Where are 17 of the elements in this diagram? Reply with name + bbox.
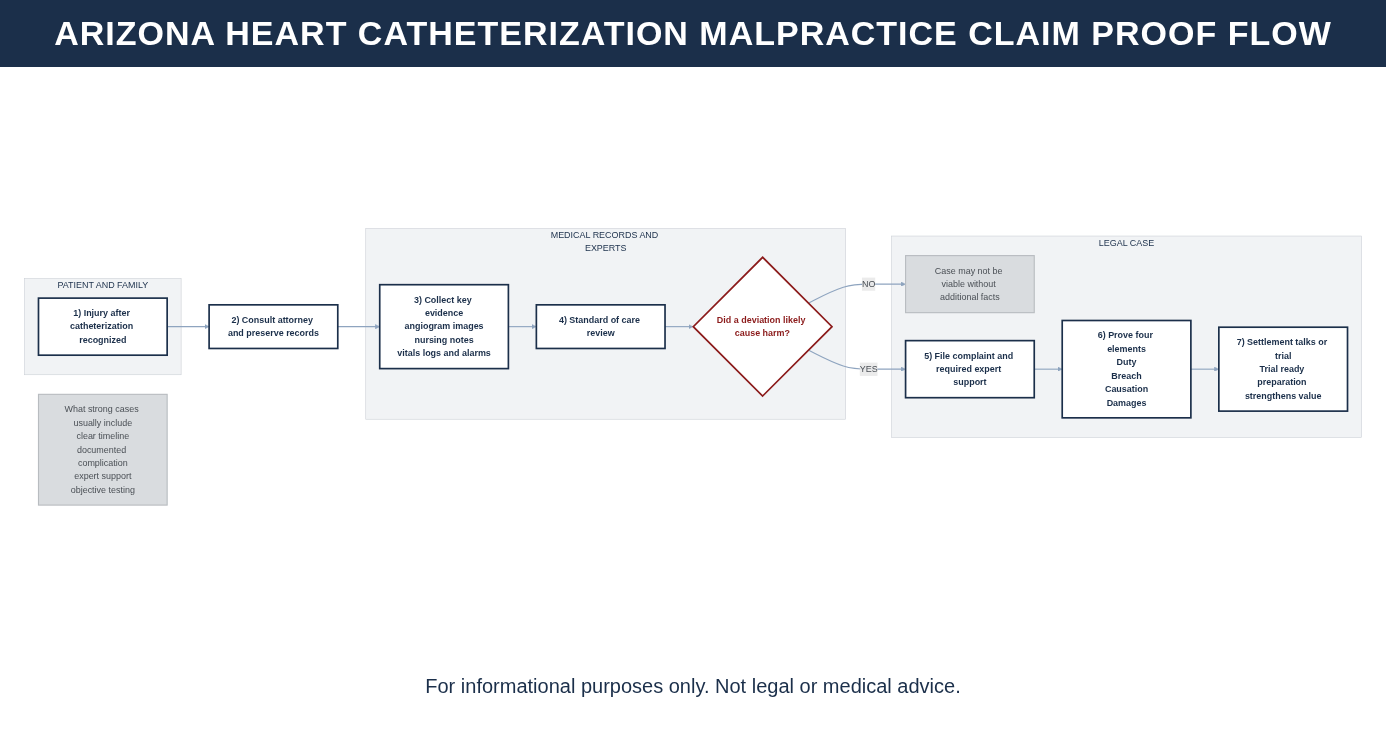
node-box: 5) File complaint and required expert support [904, 340, 1036, 399]
node-box: 6) Prove four elements Duty Breach Causation Damages [1061, 319, 1192, 419]
node-diamond: Did a deviation likely cause harm? [692, 256, 834, 398]
node-box: 7) Settlement talks or trial Trial ready preparation strengthens value [1218, 326, 1349, 413]
node-box: 3) Collect key evidence angiogram images nursing notes vitals logs and alarms [378, 284, 510, 370]
arrow [337, 324, 380, 330]
node-box: Case may not be viable without additional facts [905, 255, 1035, 314]
caption: For informational purposes only. Not legal or medical advice. [424, 674, 962, 698]
node-box: What strong cases usually include clear timeline documented complication expert support objective testing [37, 394, 168, 506]
arrow [807, 349, 906, 372]
edge-label: YES [859, 364, 878, 374]
title: ARIZONA HEART CATHETERIZATION MALPRACTICE CLAIM PROOF FLOW [0, 0, 1386, 67]
node-box: 1) Injury after catheterization recognized [37, 297, 168, 357]
node-box: 4) Standard of care review [535, 304, 666, 350]
node-box: 2) Consult attorney and preserve records [208, 304, 339, 350]
arrow [807, 281, 906, 304]
edge-label: NO [861, 279, 876, 289]
